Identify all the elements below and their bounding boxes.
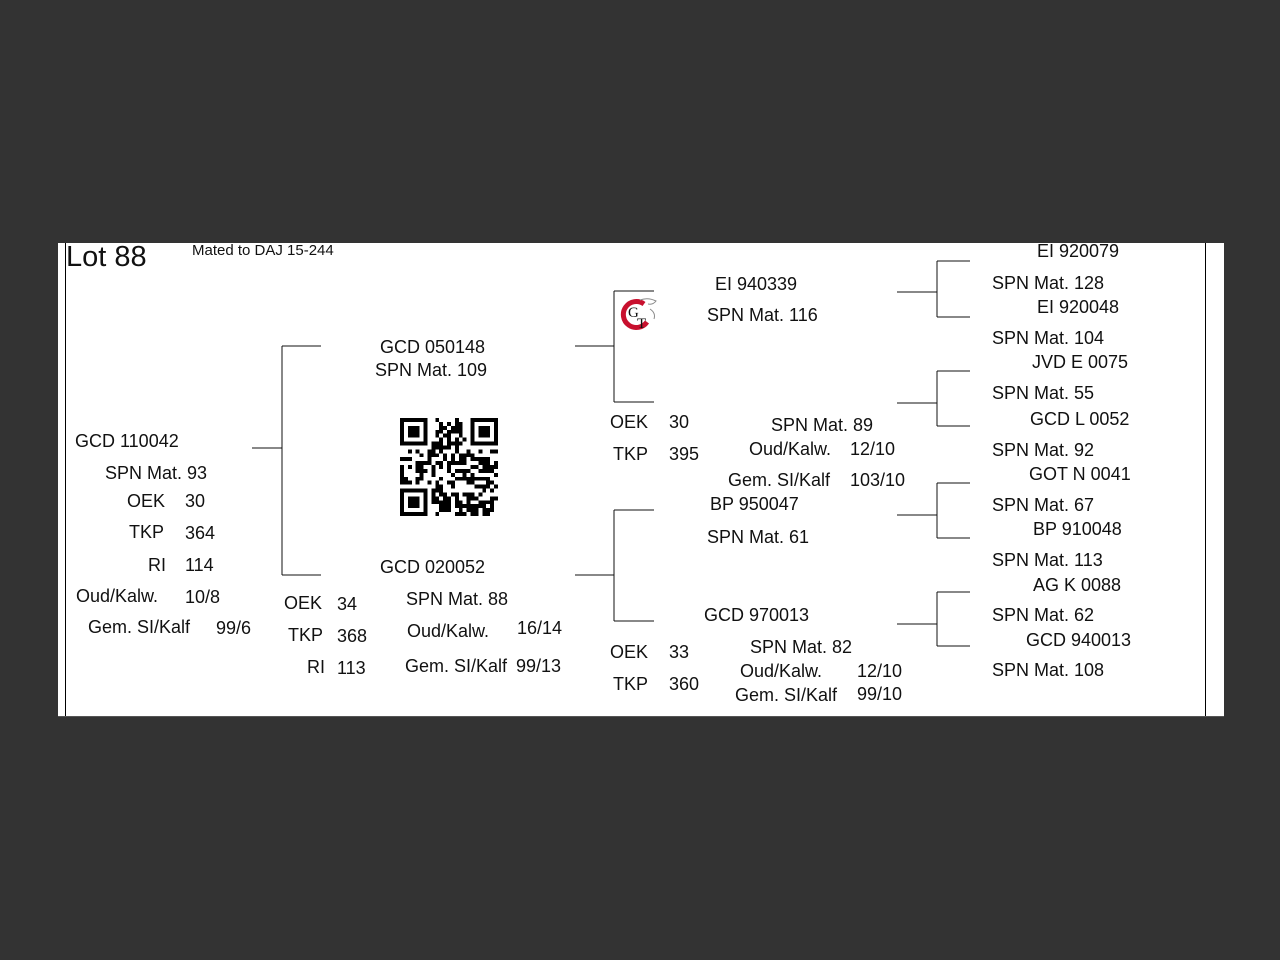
right-border: [1205, 243, 1206, 717]
ancestor-spn: SPN Mat. 113: [992, 550, 1103, 570]
dam-sire-id: BP 950047: [710, 494, 799, 514]
subject-tkp-label: TKP: [129, 522, 165, 542]
ancestor-spn: SPN Mat. 104: [992, 328, 1105, 348]
dam-tkp-value: 368: [337, 626, 368, 646]
subject-ri-label: RI: [148, 555, 166, 575]
dam-dam-spn: SPN Mat. 82: [750, 637, 853, 657]
ancestor-id: JVD E 0075: [1032, 352, 1129, 372]
ancestor-id: AG K 0088: [1033, 575, 1122, 595]
dam-oud-value: 16/14: [517, 618, 563, 638]
sire-id: GCD 050148: [380, 337, 486, 357]
subject-oek-value: 30: [185, 491, 206, 511]
dam-ri-label: RI: [307, 657, 325, 677]
ancestor-id: BP 910048: [1033, 519, 1122, 539]
sire-dam-spn: SPN Mat. 89: [771, 415, 874, 435]
sire-spn: SPN Mat. 109: [375, 360, 488, 380]
dam-oek-label: OEK: [284, 593, 323, 613]
dam-sire-spn: SPN Mat. 61: [707, 527, 810, 547]
subject-ri-value: 114: [185, 555, 214, 575]
left-border: [65, 243, 66, 717]
sire-dam-oud-value: 12/10: [850, 439, 896, 459]
sire-sire-id: EI 940339: [715, 274, 798, 294]
dam-dam-oud-value: 12/10: [857, 661, 903, 681]
dam-spn: SPN Mat. 88: [406, 589, 509, 609]
sire-dam-tkp-value: 395: [669, 444, 700, 464]
dam-dam-id: GCD 970013: [704, 605, 810, 625]
qr-code-icon: [400, 418, 498, 521]
dam-oek-value: 34: [337, 594, 358, 614]
ancestor-id: EI 920048: [1037, 297, 1120, 317]
dam-oud-label: Oud/Kalw.: [407, 621, 490, 641]
svg-text:G: G: [628, 305, 639, 321]
dam-gem-label: Gem. SI/Kalf: [405, 656, 508, 676]
subject-spn: SPN Mat. 93: [105, 463, 208, 483]
dam-gem-value: 99/13: [516, 656, 562, 676]
subject-oek-label: OEK: [127, 491, 166, 511]
subject-id: GCD 110042: [75, 431, 179, 451]
dam-dam-gem-label: Gem. SI/Kalf: [735, 685, 838, 705]
ancestor-spn: SPN Mat. 92: [992, 440, 1095, 460]
ancestor-id: GCD L 0052: [1030, 409, 1130, 429]
dam-dam-oud-label: Oud/Kalw.: [740, 661, 823, 681]
dam-dam-gem-value: 99/10: [857, 684, 903, 704]
dam-id: GCD 020052: [380, 557, 486, 577]
ancestor-id: GOT N 0041: [1029, 464, 1131, 484]
bottom-border: [58, 716, 1224, 717]
subject-oud-label: Oud/Kalw.: [76, 586, 159, 606]
lot-number: Lot 88: [66, 243, 147, 273]
subject-gem-value: 99/6: [216, 618, 252, 638]
breeder-logo-icon: G T: [620, 295, 660, 340]
dam-dam-tkp-value: 360: [669, 674, 700, 694]
subject-oud-value: 10/8: [185, 587, 221, 607]
ancestor-spn: SPN Mat. 67: [992, 495, 1095, 515]
dam-tkp-label: TKP: [288, 625, 324, 645]
sire-dam-oek-value: 30: [669, 412, 690, 432]
sire-dam-gem-label: Gem. SI/Kalf: [728, 470, 831, 490]
sire-sire-spn: SPN Mat. 116: [707, 305, 818, 325]
ancestor-spn: SPN Mat. 62: [992, 605, 1095, 625]
ancestor-spn: SPN Mat. 55: [992, 383, 1095, 403]
dam-dam-oek-value: 33: [669, 642, 690, 662]
pedigree-card: Lot 88 Mated to DAJ 15-244 GCD 110042 SP…: [58, 243, 1224, 717]
svg-text:T: T: [637, 316, 646, 332]
ancestor-spn: SPN Mat. 128: [992, 273, 1105, 293]
ancestor-id: GCD 940013: [1026, 630, 1132, 650]
ancestor-id: EI 920079: [1037, 243, 1120, 261]
sire-dam-gem-value: 103/10: [850, 470, 906, 490]
mated-to-note: Mated to DAJ 15-244: [192, 243, 334, 259]
sire-dam-oek-label: OEK: [610, 412, 649, 432]
subject-tkp-value: 364: [185, 523, 216, 543]
dam-ri-value: 113: [337, 658, 366, 678]
dam-dam-oek-label: OEK: [610, 642, 649, 662]
sire-dam-tkp-label: TKP: [613, 444, 649, 464]
pedigree-connector-lines: [252, 260, 970, 647]
dam-dam-tkp-label: TKP: [613, 674, 649, 694]
sire-dam-oud-label: Oud/Kalw.: [749, 439, 832, 459]
subject-gem-label: Gem. SI/Kalf: [88, 617, 191, 637]
ancestor-spn: SPN Mat. 108: [992, 660, 1105, 680]
